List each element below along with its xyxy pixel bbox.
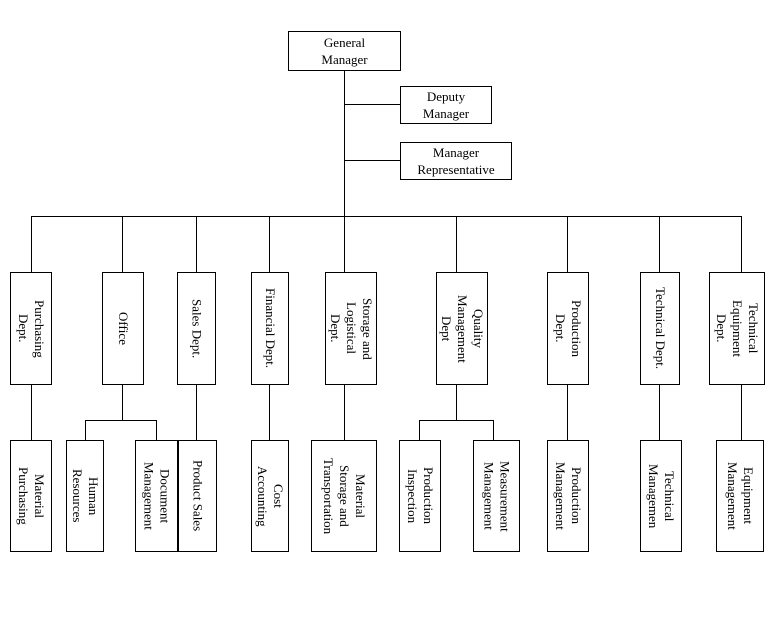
material-storage-label-2: Storage and — [337, 465, 352, 527]
human-resources-label-2: Resources — [70, 469, 85, 523]
cost-accounting-label-1: Cost — [271, 484, 286, 508]
product-sales-box: Product Sales — [178, 440, 217, 552]
manager-representative-label-1: Manager — [432, 145, 480, 160]
storage-dept-label-3: Dept. — [328, 314, 343, 343]
equipment-dept-label-1: Technical — [746, 303, 761, 354]
human-resources-label-1: Human — [86, 476, 101, 516]
deputy-manager-label-2: Manager — [422, 106, 470, 121]
deputy-manager-label-1: Deputy — [426, 89, 466, 104]
material-storage-label-1: Material — [353, 473, 368, 519]
production-management-label-2: Management — [553, 462, 568, 530]
quality-dept-label-2: Management — [455, 294, 470, 363]
general-manager-label-1: General — [323, 35, 366, 50]
purchasing-dept-label-2: Dept. — [16, 314, 31, 343]
technical-management-label-1: Technical — [662, 470, 677, 522]
cost-accounting-label-2: Accounting — [255, 465, 270, 527]
financial-dept-box: Financial Dept. — [251, 272, 289, 385]
office-box: Office — [102, 272, 144, 385]
equipment-dept-label-2: Equipment — [730, 299, 745, 358]
technical-management-label-2: Managemen — [646, 463, 661, 529]
sales-dept-box: Sales Dept. — [177, 272, 216, 385]
product-sales-label: Product Sales — [190, 460, 206, 532]
production-dept-label-2: Dept. — [553, 314, 568, 343]
general-manager-label-2: Manager — [321, 52, 368, 67]
equipment-dept-label-3: Dept. — [714, 314, 729, 343]
quality-dept-label-3: Dept — [439, 315, 454, 342]
measurement-management-label-1: Measurement — [497, 460, 513, 532]
material-purchasing-label-2: Purchasing — [16, 467, 31, 525]
manager-representative-label-2: Representative — [417, 162, 495, 177]
sales-dept-label: Sales Dept. — [189, 298, 205, 359]
equipment-management-label-1: Equipment — [741, 467, 756, 525]
document-management-label-1: Document — [157, 468, 173, 524]
storage-dept-label-1: Storage and — [360, 297, 375, 360]
production-inspection-label-2: Inspection — [405, 468, 420, 524]
purchasing-dept-label-1: Purchasing — [32, 299, 47, 358]
technical-dept-box: Technical Dept. — [640, 272, 680, 385]
production-management-label-1: Production — [569, 467, 584, 525]
storage-dept-label-2: Logistical — [344, 302, 359, 355]
material-storage-label-3: Transportation — [321, 457, 336, 535]
measurement-management-label-2: Management — [481, 462, 497, 530]
material-purchasing-label-1: Material — [32, 473, 47, 519]
financial-dept-label: Financial Dept. — [263, 288, 278, 369]
document-management-label-2: Management — [141, 462, 157, 530]
office-label: Office — [116, 312, 131, 345]
technical-dept-label: Technical Dept. — [653, 287, 668, 370]
production-dept-label-1: Production — [569, 299, 584, 358]
equipment-management-label-2: Management — [725, 462, 740, 530]
production-inspection-label-1: Production — [421, 467, 436, 525]
quality-dept-label-1: Quality — [471, 309, 486, 348]
